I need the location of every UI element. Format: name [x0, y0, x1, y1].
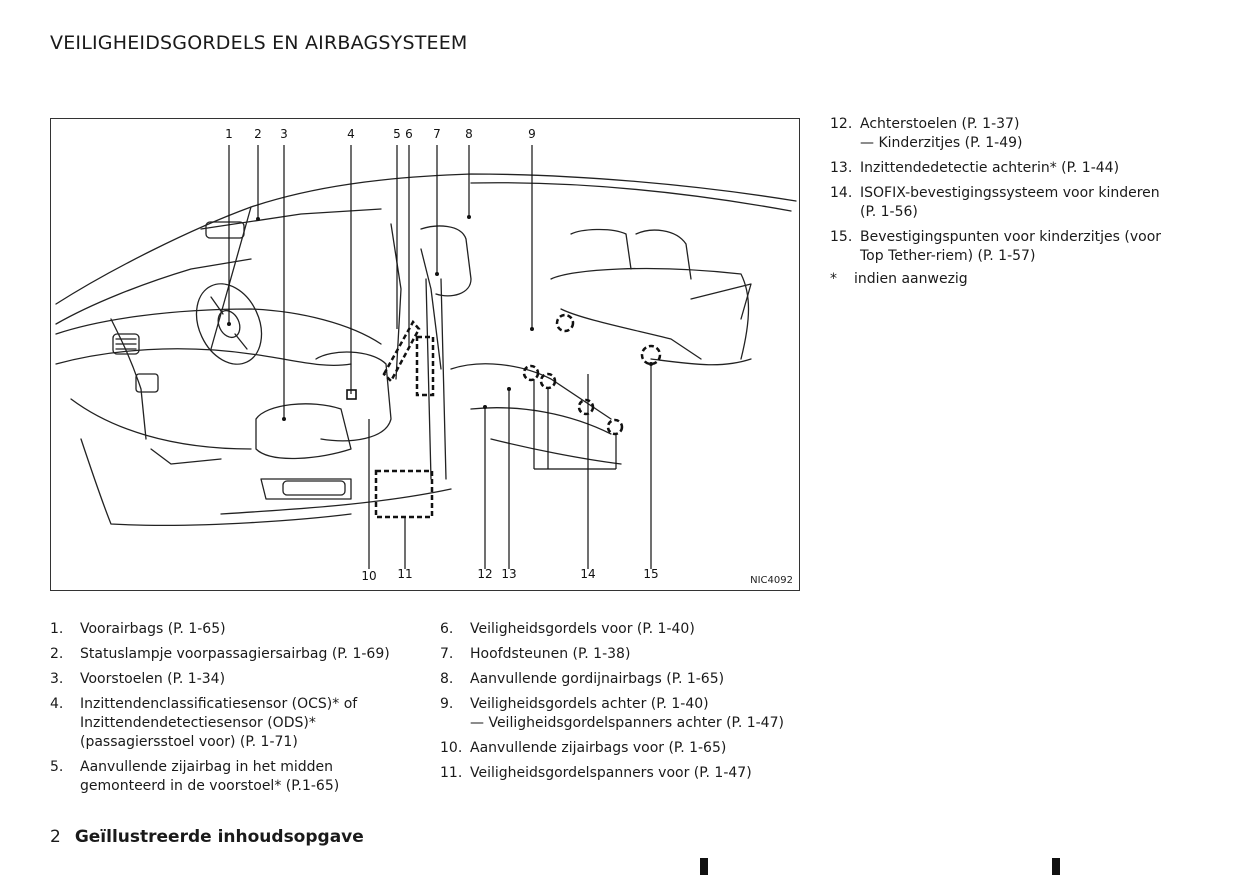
list-item: 15. Bevestigingspunten voor kinderzitjes… — [830, 229, 1162, 264]
page-footer: 2 Geïllustreerde inhoudsopgave — [50, 827, 364, 847]
callout-1: 1 — [225, 127, 233, 141]
list-item: 8. Aanvullende gordijnairbags (P. 1-65) — [440, 671, 725, 687]
list-item: 7. Hoofdsteunen (P. 1-38) — [440, 646, 631, 662]
callout-11: 11 — [397, 567, 413, 581]
crop-mark — [1052, 858, 1060, 875]
callout-6: 6 — [405, 127, 413, 141]
crop-mark — [700, 858, 708, 875]
list-item: 4. Inzittendenclassificatiesensor (OCS)*… — [50, 696, 358, 750]
legend-list-middle: 6. Veiligheidsgordels voor (P. 1-40) 7. … — [440, 620, 820, 789]
callout-12: 12 — [477, 567, 493, 581]
callout-14: 14 — [580, 567, 596, 581]
section-title: Geïllustreerde inhoudsopgave — [74, 827, 364, 847]
callout-15: 15 — [643, 567, 659, 581]
airbag-diagram: 1 2 3 4 5 6 7 8 9 10 11 12 13 14 15 NIC4… — [50, 118, 800, 591]
callout-5: 5 — [393, 127, 401, 141]
legend-list-left: 1. Voorairbags (P. 1-65) 2. Statuslampje… — [50, 620, 420, 802]
list-item: 14. ISOFIX-bevestigingssysteem voor kind… — [830, 185, 1160, 220]
list-item: 3. Voorstoelen (P. 1-34) — [50, 671, 226, 687]
list-item: 13. Inzittendedetectie achterin* (P. 1-4… — [830, 160, 1120, 176]
callout-9: 9 — [528, 127, 536, 141]
callout-8: 8 — [465, 127, 473, 141]
list-item: 11. Veiligheidsgordelspanners voor (P. 1… — [440, 765, 752, 781]
callout-13: 13 — [501, 567, 517, 581]
callout-2: 2 — [254, 127, 262, 141]
list-item: 9. Veiligheidsgordels achter (P. 1-40)— … — [440, 696, 784, 731]
car-interior-drawing — [55, 145, 797, 569]
callout-10: 10 — [361, 569, 377, 583]
list-item: 2. Statuslampje voorpassagiersairbag (P.… — [50, 646, 390, 662]
list-item: 1. Voorairbags (P. 1-65) — [50, 621, 226, 637]
page-number: 2 — [50, 827, 61, 847]
callout-7: 7 — [433, 127, 441, 141]
list-item: 10. Aanvullende zijairbags voor (P. 1-65… — [440, 740, 727, 756]
page-title: VEILIGHEIDSGORDELS EN AIRBAGSYSTEEM — [50, 32, 468, 54]
callout-4: 4 — [347, 127, 355, 141]
footnote: * indien aanwezig — [830, 271, 968, 287]
list-item: 12. Achterstoelen (P. 1-37)— Kinderzitje… — [830, 116, 1023, 151]
figure-code: NIC4092 — [750, 575, 793, 586]
list-item: 6. Veiligheidsgordels voor (P. 1-40) — [440, 621, 695, 637]
legend-list-right: 12. Achterstoelen (P. 1-37)— Kinderzitje… — [830, 115, 1190, 289]
callout-3: 3 — [280, 127, 288, 141]
